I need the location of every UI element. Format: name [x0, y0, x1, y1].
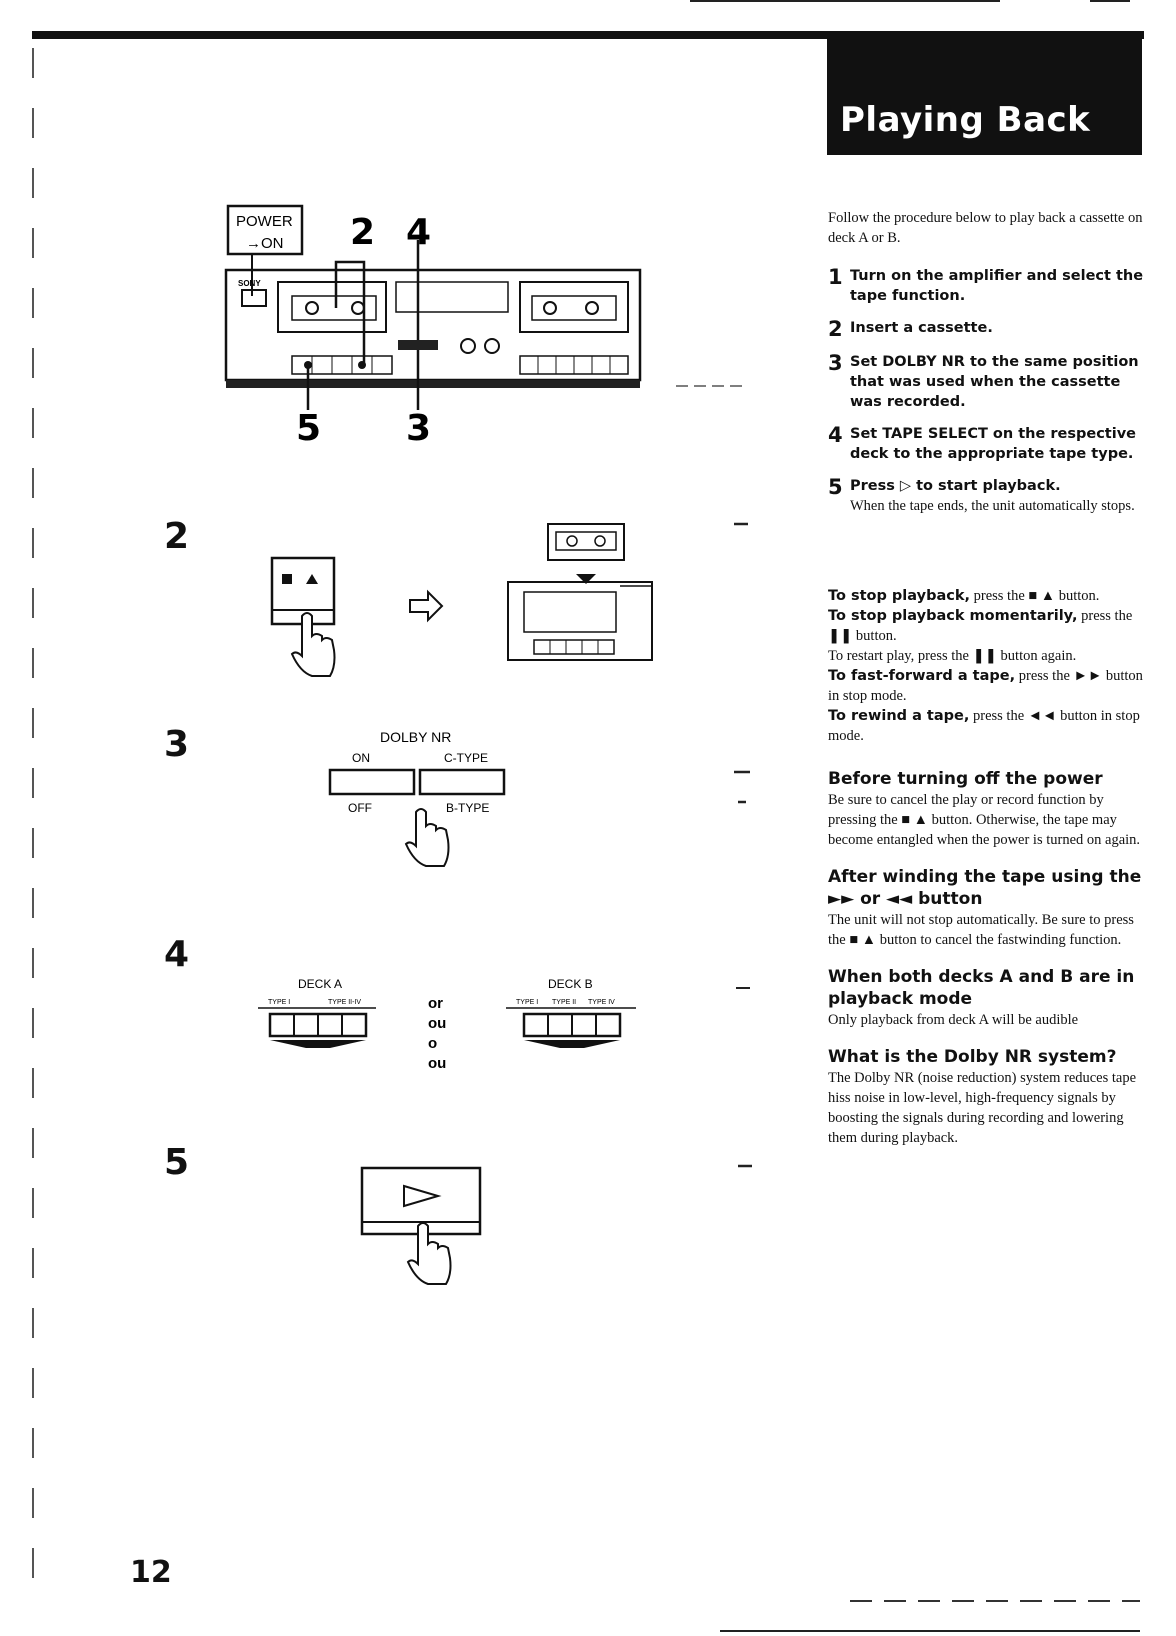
deck-body [224, 268, 642, 382]
svg-text:TYPE I: TYPE I [516, 999, 538, 1006]
fig-step-3: 3 [164, 724, 190, 765]
fig-step-4: 4 [164, 934, 190, 975]
tip-rewind: To rewind a tape, press the ◄◄ button in… [828, 708, 1140, 744]
playback-tips: To stop playback, press the ■ ▲ button. … [828, 586, 1146, 1164]
step-4-figure: DECK A TYPE I TYPE II-IV DECK B TYPE I T… [258, 977, 636, 1072]
deck-b-door [519, 281, 629, 333]
procedure-steps: 1 Turn on the amplifier and select the t… [828, 266, 1146, 528]
dolby-title: DOLBY NR [380, 729, 451, 745]
step-3: 3 Set DOLBY NR to the same position that… [828, 351, 1139, 410]
callout-2: 2 [350, 212, 375, 253]
title-box [827, 31, 1142, 155]
play-icon [403, 1184, 442, 1208]
illustrations: POWER →ON SONY 2 4 5 3 [224, 204, 752, 1285]
dolby-off-label: OFF [348, 801, 372, 815]
deck-closeup [507, 581, 653, 661]
step-2: 2 Insert a cassette. [828, 317, 993, 341]
binding-line [32, 48, 34, 1608]
svg-text:TYPE I: TYPE I [268, 999, 290, 1006]
page-title: Playing Back [840, 100, 1091, 140]
intro-text: Follow the procedure below to play back … [828, 210, 1143, 246]
power-label-box [226, 204, 304, 256]
power-label-line2: →ON [246, 235, 284, 252]
fig-step-2: 2 [164, 516, 190, 557]
svg-text:TYPE II-IV: TYPE II-IV [328, 999, 361, 1006]
step-5-figure [360, 1166, 482, 1285]
arrow-right-icon [409, 589, 444, 623]
deck-a-label: DECK A [298, 977, 342, 991]
fig-step-5: 5 [164, 1142, 190, 1183]
hand-press-icon-3 [404, 808, 450, 867]
hand-press-icon [290, 612, 336, 677]
brand-logo: SONY [238, 279, 261, 288]
hand-press-icon-5 [406, 1222, 452, 1285]
callout-5: 5 [296, 408, 321, 449]
or-fr: ou [428, 1015, 446, 1032]
svg-text:TYPE II: TYPE II [552, 999, 576, 1006]
deck-b-label: DECK B [548, 977, 593, 991]
power-button [241, 289, 267, 307]
footer-dashes [850, 1600, 1140, 1602]
cassette-deck-illustration: POWER →ON SONY 2 4 5 3 [224, 204, 642, 449]
or-es: o [428, 1035, 437, 1052]
dolby-ctype-label: C-TYPE [444, 751, 488, 765]
callout-4: 4 [406, 212, 431, 253]
or-it: ou [428, 1055, 446, 1072]
step-4: 4 Set TAPE SELECT on the respective deck… [828, 423, 1136, 462]
dolby-on-label: ON [352, 751, 370, 765]
tip-ff: To fast-forward a tape, press the ►► but… [828, 668, 1143, 704]
step-5: 5 Press ▷ to start playback. When the ta… [828, 475, 1135, 514]
or-en: or [428, 995, 443, 1012]
top-rule-short [1090, 0, 1130, 2]
svg-text:TYPE IV: TYPE IV [588, 999, 615, 1006]
step-1: 1 Turn on the amplifier and select the t… [828, 265, 1144, 304]
tip-stop: To stop playback, press the ■ ▲ button. [828, 588, 1100, 604]
section-power: Before turning off the power Be sure to … [828, 769, 1141, 848]
deck-a-door [277, 281, 387, 333]
deck-a-buttons [291, 355, 393, 375]
callout-3: 3 [406, 408, 431, 449]
top-rule [690, 0, 1000, 2]
tip-pause: To stop playback momentarily, press the … [828, 608, 1133, 644]
display-panel [395, 281, 509, 313]
section-winding: After winding the tape using the ►► or ◄… [828, 867, 1142, 948]
dolby-switch-left [328, 768, 416, 796]
header-bar [32, 31, 1144, 39]
bottom-rule [720, 1630, 1140, 1632]
step-2-figure [270, 523, 653, 677]
section-both-decks: When both decks A and B are in playback … [828, 967, 1135, 1028]
cassette-tape [547, 523, 625, 561]
page-number: 12 [130, 1555, 172, 1590]
dolby-switch-right [418, 768, 506, 796]
tip-restart: To restart play, press the ❚❚ button aga… [828, 648, 1077, 664]
power-label-line1: POWER [236, 213, 293, 230]
dolby-btype-label: B-TYPE [446, 801, 489, 815]
step-3-figure: DOLBY NR ON C-TYPE OFF B-TYPE [328, 729, 506, 867]
section-dolby: What is the Dolby NR system? The Dolby N… [828, 1047, 1137, 1146]
step-5-note: When the tape ends, the unit automatical… [850, 498, 1135, 514]
